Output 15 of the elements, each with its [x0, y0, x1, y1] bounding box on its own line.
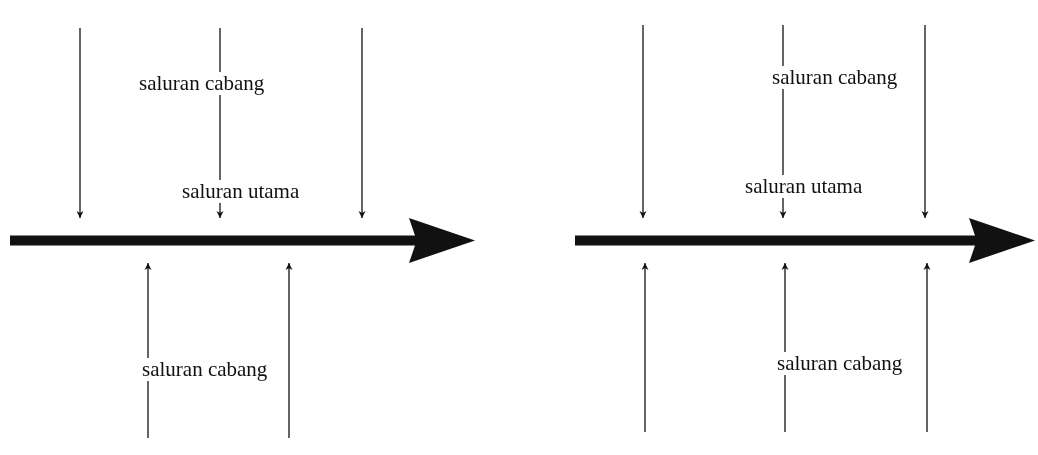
channel-label: saluran cabang	[140, 358, 270, 381]
branch-arrow	[921, 24, 929, 219]
channel-label: saluran utama	[180, 180, 302, 203]
branch-arrow	[639, 24, 647, 219]
main-channel-arrow	[10, 218, 475, 263]
branch-arrow	[923, 262, 931, 433]
branch-arrow	[285, 262, 293, 439]
branch-arrow	[358, 27, 366, 219]
channel-label: saluran cabang	[770, 66, 900, 89]
main-channel-arrow	[575, 218, 1035, 263]
channel-label: saluran cabang	[137, 72, 267, 95]
channel-label: saluran utama	[743, 175, 865, 198]
branch-arrow	[76, 27, 84, 219]
channel-label: saluran cabang	[775, 352, 905, 375]
branch-arrow	[641, 262, 649, 433]
